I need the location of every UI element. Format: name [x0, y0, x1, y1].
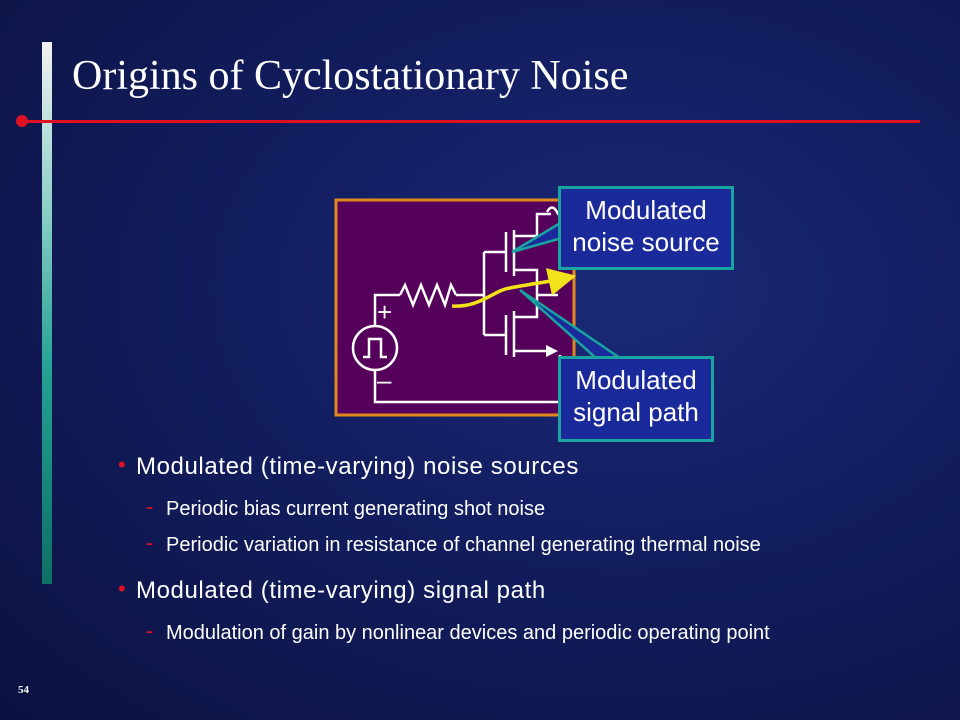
source-plus-sign: +	[377, 297, 392, 327]
page-number: 54	[18, 684, 29, 696]
pulse-voltage-source-icon	[351, 324, 399, 372]
slide-title: Origins of Cyclostationary Noise	[72, 53, 629, 99]
sub-bullet-text: Periodic variation in resistance of chan…	[166, 534, 761, 556]
upper-transistor-icon	[504, 212, 551, 295]
sub-bullet-text: Modulation of gain by nonlinear devices …	[166, 622, 770, 644]
source-minus-sign: –	[377, 365, 392, 395]
sub-bullet-item: - Periodic bias current generating shot …	[118, 494, 906, 521]
bullet-item: • Modulated (time-varying) noise sources	[118, 452, 918, 482]
bullet-dot-icon: •	[118, 452, 127, 477]
sub-bullet-item: - Periodic variation in resistance of ch…	[118, 530, 906, 557]
sub-bullet-dash-icon: -	[146, 618, 154, 643]
bullet-list: • Modulated (time-varying) noise sources…	[118, 452, 918, 658]
sub-bullet-item: - Modulation of gain by nonlinear device…	[118, 618, 906, 645]
callout-modulated-signal-path: Modulated signal path	[558, 356, 714, 442]
bullet-text: Modulated (time-varying) signal path	[136, 577, 546, 604]
signal-path-arrow	[451, 268, 577, 308]
bullet-dot-icon: •	[118, 576, 127, 601]
sub-bullet-dash-icon: -	[146, 494, 154, 519]
noise-callout-pointer	[511, 219, 564, 254]
sub-bullet-dash-icon: -	[146, 530, 154, 555]
title-rule	[22, 120, 920, 123]
callout-modulated-noise-source: Modulated noise source	[558, 186, 734, 270]
circuit-box	[334, 198, 576, 417]
callout-noise-line-1: Modulated	[585, 195, 707, 225]
lower-transistor-icon	[504, 295, 552, 357]
bullet-text: Modulated (time-varying) noise sources	[136, 453, 579, 480]
circuit-wires	[373, 250, 562, 404]
callout-noise-line-2: noise source	[572, 227, 720, 257]
side-accent-bar	[42, 42, 52, 584]
callout-path-line-2: signal path	[573, 397, 699, 427]
sub-bullet-text: Periodic bias current generating shot no…	[166, 498, 546, 520]
resistor-icon	[398, 281, 458, 309]
path-callout-pointer	[519, 288, 625, 360]
callout-path-line-1: Modulated	[575, 365, 697, 395]
bullet-item: • Modulated (time-varying) signal path	[118, 576, 918, 606]
